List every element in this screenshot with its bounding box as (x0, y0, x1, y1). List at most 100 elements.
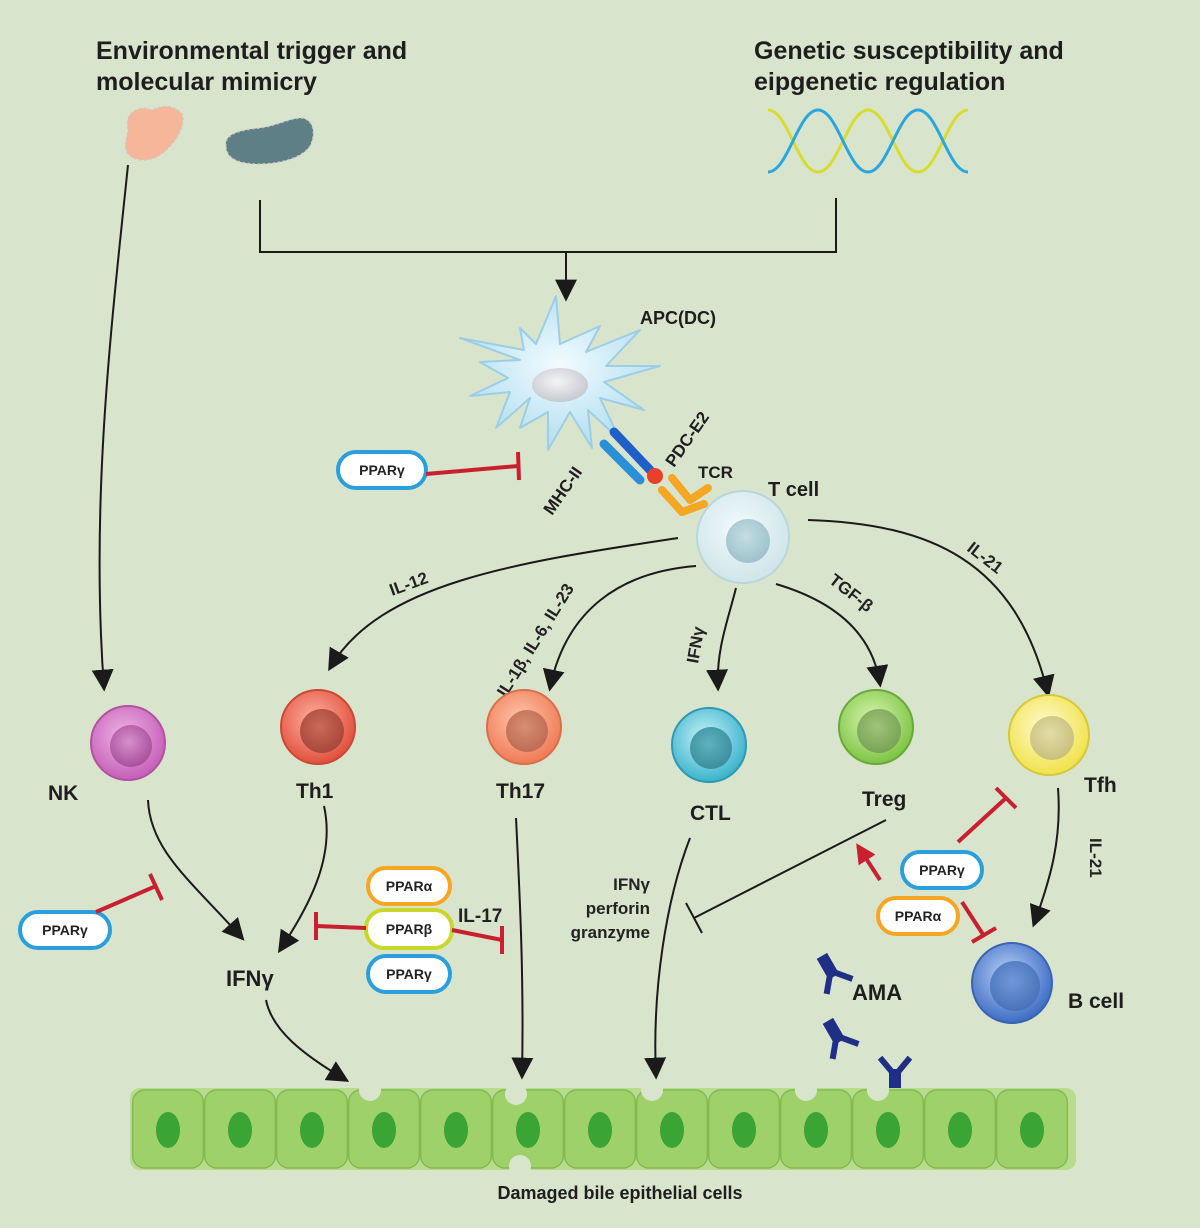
arrow-tfh-to-b-cell (1029, 787, 1060, 928)
genetic-title-line-2: eipgenetic regulation (754, 68, 1006, 96)
inhibition-ppar-to-il17 (451, 926, 504, 954)
arrow-t-to-th1 (328, 537, 679, 672)
epithelial-damage-notch (505, 1083, 527, 1105)
ctl-label: CTL (690, 802, 731, 825)
dendritic-cell-icon (459, 295, 661, 451)
ppar-alpha-right-label: PPARα (895, 908, 942, 924)
bacterium-icon (225, 117, 315, 165)
arrow-ctl-to-epithelium (644, 837, 691, 1080)
environmental-title-line-2: molecular mimicry (96, 68, 317, 96)
treg-label: Treg (862, 788, 906, 811)
arrow-t-to-tfh (807, 519, 1055, 698)
arrow-nk-to-ifng (147, 799, 245, 941)
arrow-ifng-to-epithelium (265, 999, 350, 1082)
epithelial-damage-notch (359, 1079, 381, 1101)
tcr-label: TCR (698, 463, 733, 482)
bile-epithelium (130, 1079, 1076, 1177)
ifng-ctl-cytokine-label: IFNγ (683, 625, 708, 665)
epithelial-nucleus (516, 1112, 540, 1148)
pdc-e2-label: PDC-E2 (662, 408, 713, 470)
epithelial-nucleus (732, 1112, 756, 1148)
ppar-gamma-right-badge (900, 850, 984, 890)
epithelial-nucleus (228, 1112, 252, 1148)
epithelial-damage-notch (795, 1079, 817, 1101)
ppar-gamma-apc-badge (336, 450, 428, 490)
epithelial-nucleus (1020, 1112, 1044, 1148)
epithelium-label: Damaged bile epithelial cells (497, 1183, 742, 1203)
il-21-tfh-label: IL-21 (964, 538, 1007, 577)
inhibition-ppar-to-tfh (956, 786, 1018, 844)
nk-label: NK (48, 782, 78, 805)
epithelial-nucleus (300, 1112, 324, 1148)
apc-label: APC(DC) (640, 308, 716, 328)
genetic-susceptibility-title: Genetic susceptibility and eipgenetic re… (754, 36, 1064, 98)
ppar-beta-mid-badge (364, 908, 454, 950)
antibody-icon (877, 1055, 913, 1093)
arrow-ppar-to-treg (856, 843, 882, 882)
th1-label: Th1 (296, 780, 334, 803)
epithelial-nucleus (660, 1112, 684, 1148)
tfh-cell (1008, 694, 1090, 776)
b-cell (971, 942, 1053, 1024)
epithelial-nucleus (876, 1112, 900, 1148)
arrow-th1-to-ifng (278, 805, 328, 954)
epithelial-damage-notch (641, 1079, 663, 1101)
antibody-icon (816, 952, 854, 995)
inhibition-ppar-to-nk-ifng (95, 873, 164, 914)
il-1b-il-6-il-23-label: IL-1β, IL-6, IL-23 (493, 580, 578, 700)
ppar-alpha-right-badge (876, 896, 960, 936)
treg-cell (838, 689, 914, 765)
effector-ifng-label: IFNγ (613, 875, 650, 894)
epithelial-nucleus (444, 1112, 468, 1148)
inhibition-ppar-to-apc (425, 451, 521, 481)
nk-cell (90, 705, 166, 781)
inhibition-ppar-to-th1-ifng (314, 912, 367, 940)
th1-cell (280, 689, 356, 765)
il-21-side-label: IL-21 (1086, 838, 1105, 878)
t-cell-label: T cell (768, 479, 819, 501)
epithelial-nucleus (948, 1112, 972, 1148)
trigger-convergence-connector (259, 198, 837, 302)
il-12-label: IL-12 (387, 568, 431, 599)
il-17-label: IL-17 (458, 906, 502, 927)
ppar-gamma-nk-badge (18, 910, 112, 950)
arrow-th17-to-epithelium (511, 817, 534, 1080)
th17-cell (486, 689, 562, 765)
ama-label: AMA (852, 980, 902, 1005)
inhibition-ppar-to-b-cell (960, 900, 998, 944)
environmental-title-line-1: Environmental trigger and (96, 37, 408, 65)
tcr-receptor (658, 474, 712, 516)
ppar-gamma-nk-label: PPARγ (42, 922, 88, 938)
arrow-t-to-th17 (542, 565, 697, 692)
ctl-cell (671, 707, 747, 783)
arrow-t-to-ctl (706, 587, 737, 692)
mhc-ii-receptor (599, 427, 655, 485)
t-cell (696, 490, 790, 584)
genetic-title-line-1: Genetic susceptibility and (754, 37, 1064, 65)
epithelial-nucleus (804, 1112, 828, 1148)
ifng-main-label: IFNγ (226, 966, 274, 991)
ppar-beta-mid-label: PPARβ (386, 921, 433, 937)
b-cell-label: B cell (1068, 990, 1124, 1013)
ppar-gamma-right-label: PPARγ (919, 862, 965, 878)
epithelial-nucleus (372, 1112, 396, 1148)
effector-granzyme-label: granzyme (571, 923, 650, 942)
ppar-alpha-mid-badge (366, 866, 452, 906)
bacterium-icon (124, 105, 184, 161)
ppar-alpha-mid-label: PPARα (386, 878, 433, 894)
th17-label: Th17 (496, 780, 545, 803)
pdc-e2-antigen (647, 468, 663, 484)
antibody-icon (822, 1017, 860, 1060)
epithelial-damage-notch (867, 1079, 889, 1101)
inhibition-treg-to-ctl (685, 819, 887, 934)
ppar-gamma-mid-label: PPARγ (386, 966, 432, 982)
epithelial-damage-notch (509, 1155, 531, 1177)
epithelial-nucleus (588, 1112, 612, 1148)
dna-helix-icon (767, 108, 969, 174)
arrow-t-to-treg (775, 583, 889, 688)
epithelial-nucleus (156, 1112, 180, 1148)
mhc-ii-label: MHC-II (540, 463, 586, 518)
environmental-trigger-title: Environmental trigger and molecular mimi… (96, 36, 407, 98)
ppar-gamma-apc-label: PPARγ (359, 462, 405, 478)
arrow-environment-to-nk (91, 164, 129, 692)
